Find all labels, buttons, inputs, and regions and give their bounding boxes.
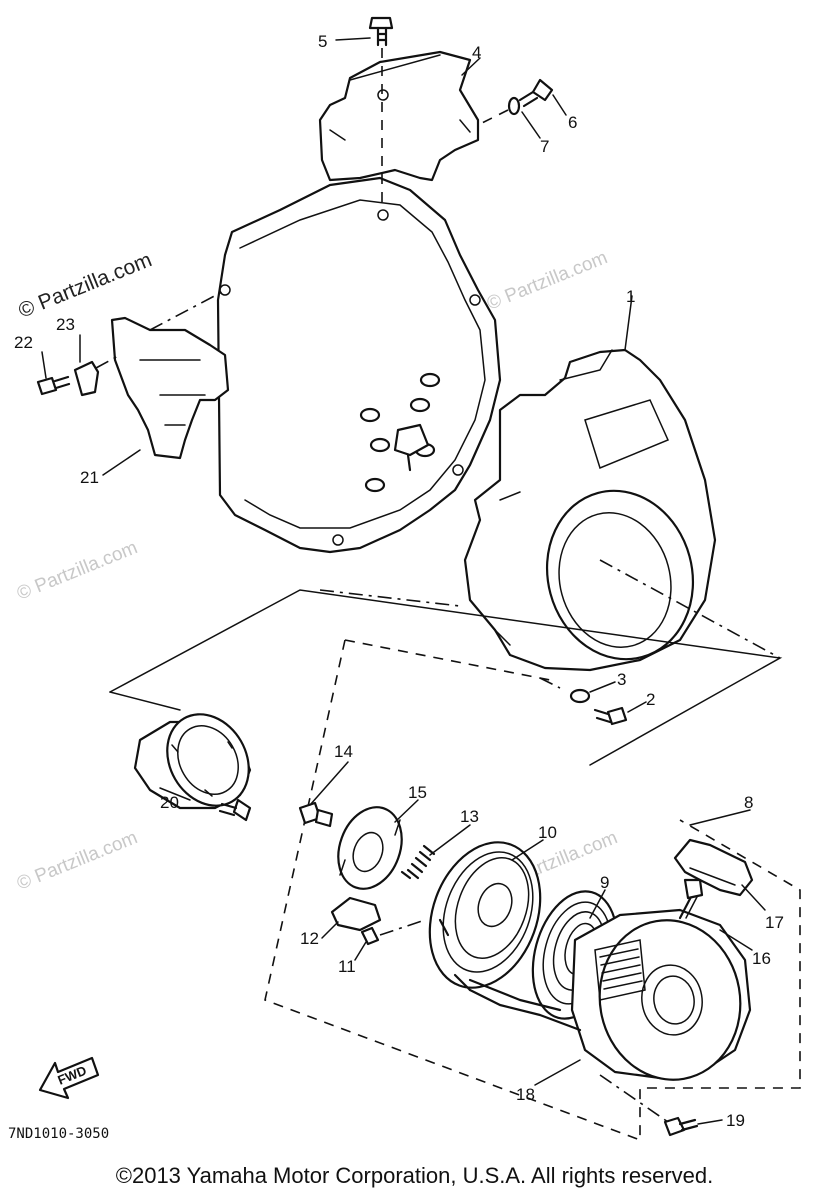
fwd-arrow: FWD [38, 1056, 100, 1100]
assembly-boundary [109, 559, 783, 766]
callout-14: 14 [334, 742, 353, 761]
part-15-ratchet [337, 806, 403, 890]
callout-labels: 1 2 3 4 5 6 7 8 9 10 11 12 13 14 15 16 1… [14, 32, 784, 1130]
callout-8: 8 [744, 793, 753, 812]
callout-19: 19 [726, 1111, 745, 1130]
part-21-bracket [110, 291, 230, 460]
callout-7: 7 [540, 137, 549, 156]
part-16-starter-rope [678, 893, 699, 920]
part-19-bolt [599, 1074, 699, 1137]
watermark-text: © Partzilla.com [14, 537, 141, 604]
part-7-washer [479, 96, 521, 125]
callout-1: 1 [626, 287, 635, 306]
part-3-washer [569, 688, 591, 704]
part-11-spring [360, 919, 426, 946]
part-1-fan-housing [463, 348, 717, 672]
callout-4: 4 [472, 43, 481, 62]
callout-9: 9 [600, 873, 609, 892]
callout-10: 10 [538, 823, 557, 842]
part-14-bolt [298, 801, 334, 828]
callout-18: 18 [516, 1085, 535, 1104]
callout-6: 6 [568, 113, 577, 132]
callout-20: 20 [160, 793, 179, 812]
part-2-bolt [593, 706, 628, 726]
callout-17: 17 [765, 913, 784, 932]
part-18-starter-case [468, 908, 752, 1081]
part-17-starter-handle [673, 838, 754, 900]
callout-13: 13 [460, 807, 479, 826]
part-20-starter-cup [133, 713, 252, 822]
callout-11: 11 [338, 957, 356, 976]
callout-3: 3 [617, 670, 626, 689]
diagram-code: 7ND1010-3050 [8, 1126, 109, 1142]
callout-2: 2 [646, 690, 655, 709]
watermark-text: © Partzilla.com [484, 247, 611, 314]
callout-5: 5 [318, 32, 327, 51]
engine-crankcase [216, 176, 502, 554]
callout-12: 12 [300, 929, 319, 948]
part-13-spring [400, 844, 436, 880]
watermark-text: © Partzilla.com [14, 827, 141, 894]
part-22-bolt [36, 375, 71, 396]
callout-22: 22 [14, 333, 33, 352]
part-5-bolt [368, 16, 394, 210]
part-6-bolt [518, 78, 554, 108]
part-23-clip [73, 354, 121, 397]
callout-15: 15 [408, 783, 427, 802]
copyright-notice: ©2013 Yamaha Motor Corporation, U.S.A. A… [115, 1163, 714, 1188]
part-4-shroud-cover [318, 50, 480, 182]
callout-23: 23 [56, 315, 75, 334]
callout-16: 16 [752, 949, 771, 968]
watermark-text-main: © Partzilla.com [15, 248, 155, 322]
callout-21: 21 [80, 468, 99, 487]
part-10-reel [428, 841, 542, 992]
leader-lines [41, 37, 766, 1125]
part-8-starter-boundary [264, 639, 801, 1142]
part-12-pawl [330, 896, 382, 932]
label-plate [594, 939, 646, 1001]
